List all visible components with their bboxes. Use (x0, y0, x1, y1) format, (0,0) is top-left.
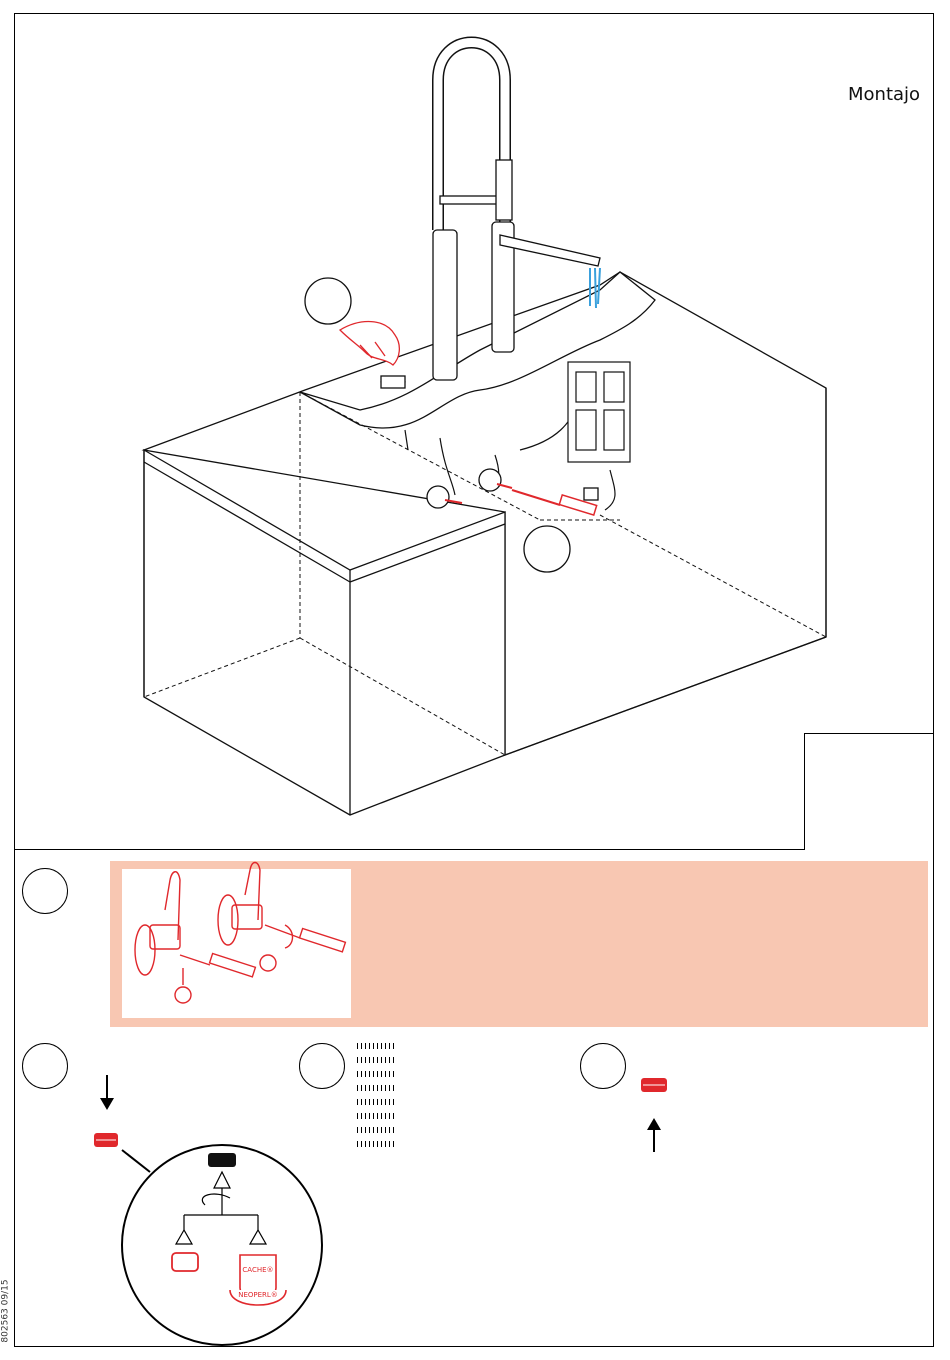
aerator-icon (94, 1133, 118, 1147)
aerator-brand-label-1: CACHE® (242, 1266, 273, 1274)
aerator-brand-label-2: NEOPERL® (238, 1291, 278, 1299)
document-id: 802563 09/15 (1, 1279, 11, 1342)
arrow-down-icon (100, 1075, 114, 1110)
arrow-up-icon (647, 1118, 661, 1152)
